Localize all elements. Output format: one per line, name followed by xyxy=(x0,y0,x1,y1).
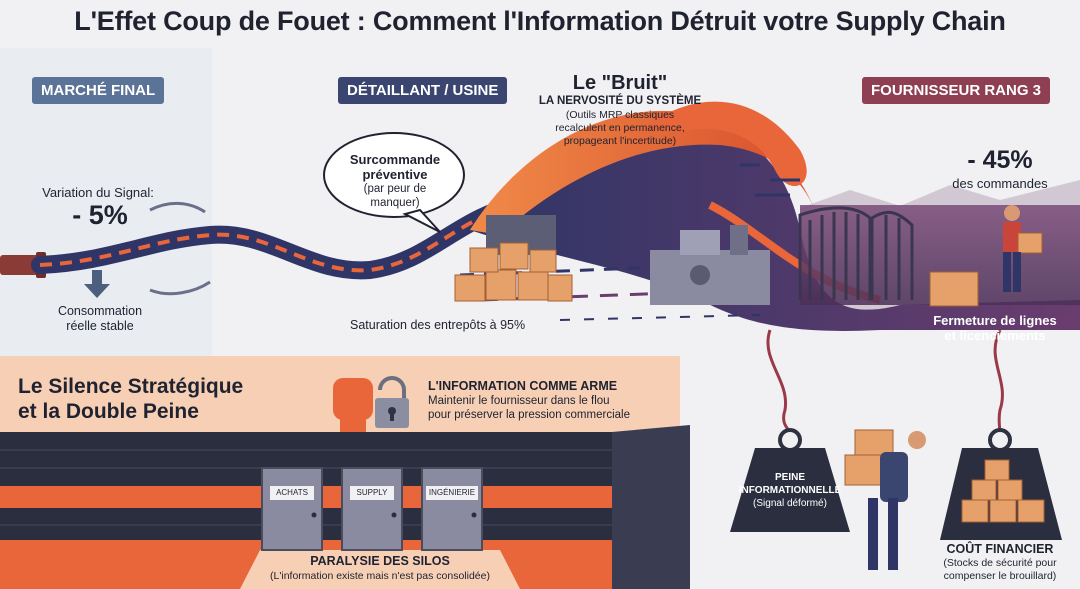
weight-informational xyxy=(730,428,850,532)
weight1-line2: INFORMATIONNELLE xyxy=(738,485,842,496)
silos-title: PARALYSIE DES SILOS xyxy=(310,554,450,568)
noise-line1: (Outils MRP classiques xyxy=(565,109,675,121)
signal-label: Variation du Signal: xyxy=(42,185,154,200)
closure-line1: Fermeture de lignes xyxy=(933,313,1057,328)
cost-title: COÛT FINANCIER xyxy=(946,542,1054,556)
silence-title-line1: Le Silence Stratégique xyxy=(18,375,244,398)
down-arrow-icon xyxy=(84,270,110,298)
bubble-line4: manquer) xyxy=(370,197,420,209)
retail-tag: DÉTAILLANT / USINE xyxy=(338,77,508,104)
cost-line2: compenser le brouillard) xyxy=(943,570,1057,582)
consumption-line2: réelle stable xyxy=(66,319,134,333)
noise-line2: recalculent en permanence, xyxy=(555,122,685,134)
noise-subtitle: LA NERVOSITÉ DU SYSTÈME xyxy=(538,95,702,107)
speech-bubble xyxy=(323,132,465,233)
weapon-line2: pour préserver la pression commerciale xyxy=(428,409,630,421)
silos-subtitle: (L'information existe mais n'est pas con… xyxy=(270,570,490,582)
saturation-label: Saturation des entrepôts à 95% xyxy=(350,318,526,332)
weight1-line3: (Signal déformé) xyxy=(753,498,827,509)
closure-line2: et licenciements xyxy=(944,328,1046,343)
supplier-value: - 45% xyxy=(967,146,1033,174)
page-title: L'Effet Coup de Fouet : Comment l'Inform… xyxy=(74,6,1006,36)
bubble-line1: Surcommande xyxy=(349,152,441,167)
weight-financial xyxy=(940,428,1062,540)
market-tag: MARCHÉ FINAL xyxy=(32,77,165,104)
warehouse-boxes xyxy=(454,215,573,302)
noise-line3: propageant l'incertitude) xyxy=(563,135,677,147)
cost-line1: (Stocks de sécurité pour xyxy=(943,557,1057,569)
noise-lines xyxy=(740,163,800,197)
door-label-supply: SUPPLY xyxy=(356,488,388,497)
supplier-value-label: des commandes xyxy=(952,176,1048,191)
fist-padlock-icon xyxy=(333,376,409,437)
whip-hose xyxy=(0,196,529,296)
supplier-tag: FOURNISSEUR RANG 3 xyxy=(862,77,1051,104)
silo-doors xyxy=(261,467,483,551)
burdened-worker xyxy=(844,429,926,570)
silence-title-line2: et la Double Peine xyxy=(18,400,199,423)
signal-value: - 5% xyxy=(72,200,128,230)
closed-gate xyxy=(798,206,914,300)
bubble-line3: (par peur de xyxy=(363,183,427,195)
worker-leaving xyxy=(929,205,1043,307)
consumption-line1: Consommation xyxy=(57,304,143,318)
weapon-line1: Maintenir le fournisseur dans le flou xyxy=(428,395,610,407)
noise-title: Le "Bruit" xyxy=(572,72,668,94)
weight1-line1: PEINE xyxy=(774,472,805,483)
factory-machine xyxy=(650,225,770,305)
door-label-ingenierie: INGÉNIERIE xyxy=(428,488,476,497)
weapon-title: L'INFORMATION COMME ARME xyxy=(428,379,618,393)
door-label-achats: ACHATS xyxy=(276,488,308,497)
bubble-line2: préventive xyxy=(362,167,428,182)
